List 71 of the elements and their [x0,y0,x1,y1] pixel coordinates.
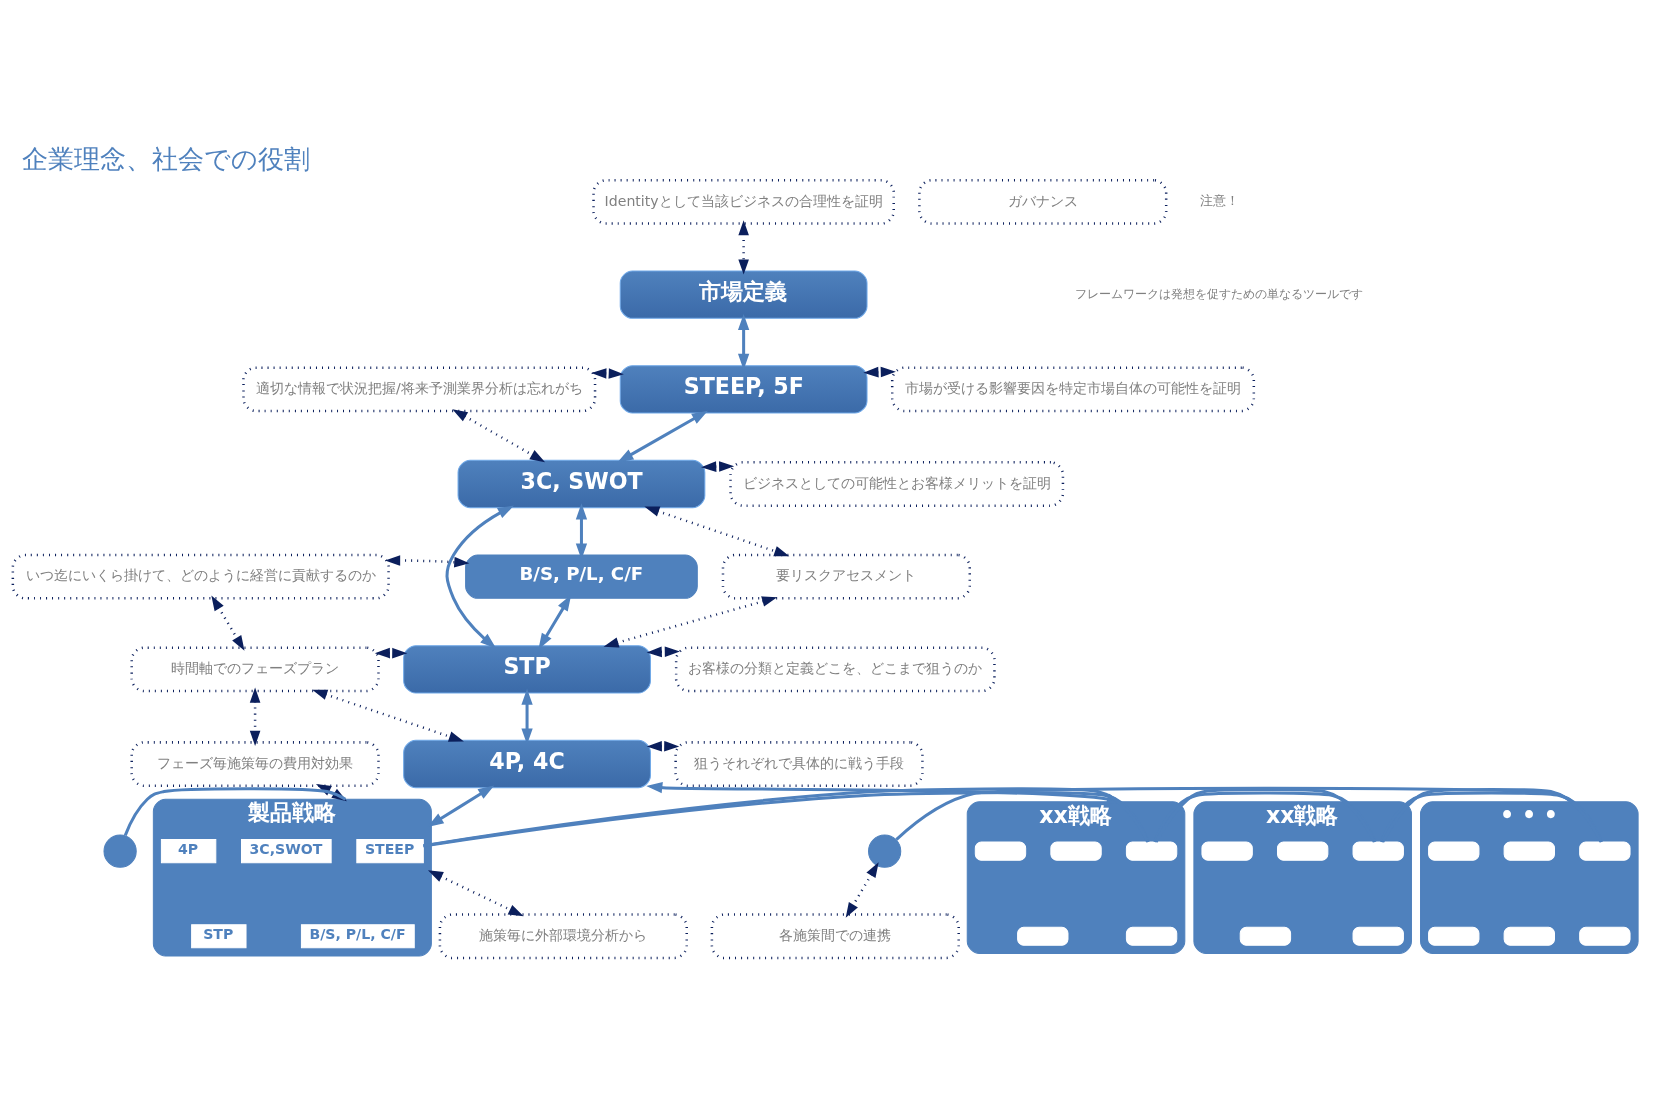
cluster: xx戦略 [966,801,1186,954]
connector [1153,787,1377,843]
arrow [427,870,524,917]
node-box: 市場が受ける影響要因を特定市場自体の可能性を証明 [890,366,1256,413]
node-box: STP [403,645,651,694]
connector [1379,787,1603,843]
node-box: 3C, SWOT [457,459,706,509]
node-circle [868,834,902,868]
node-box [1579,926,1631,946]
arrow [312,689,464,742]
arrow [452,409,546,463]
node-box: 要リスクアセスメント [721,553,972,600]
node-box: 各施策間での連携 [710,913,960,960]
node-box [1503,841,1555,861]
arrow [591,368,624,379]
cluster: • • • [1420,801,1639,954]
arrow [445,505,514,649]
node-box [1125,841,1178,861]
node-box: ガバナンス [918,179,1168,225]
cluster: xx戦略 [1193,801,1412,954]
arrow [249,687,261,746]
node-box [1017,926,1069,946]
node-box: お客様の分類と定義どこを、どこまで狙うのか [674,646,996,693]
arrow [737,313,750,370]
node-box [1428,841,1480,861]
label: 注意！ [1199,193,1239,209]
label: フレームワークは発想を促すための単なるツールです [1075,286,1364,301]
node-box [1125,926,1178,946]
arrow [646,740,680,752]
arrow [845,862,879,918]
node-box [974,841,1027,861]
arrow [644,506,790,557]
node-box: 4P [160,839,217,864]
arrow [603,596,778,648]
node-box [1239,926,1292,946]
node-box [1050,841,1102,861]
node-box [1201,841,1253,861]
node-box [1428,926,1480,946]
arrow [211,595,245,651]
node-box: 市場定義 [619,270,868,319]
diagram-title: 企業理念、社会での役割 [22,144,311,175]
connector [423,787,1150,848]
node-box: STEEP, 5F [619,365,868,414]
node-box: 狙うそれぞれで具体的に戦う手段 [674,741,924,787]
node-box: 施策毎に外部環境分析から [438,913,688,960]
node-box [1277,841,1329,861]
node-box: フェーズ毎施策毎の費用対効果 [130,741,380,787]
node-box [1579,841,1631,861]
node-box: 適切な情報で状況把握/将来予測業界分析は忘れがち [242,366,597,413]
arrow [374,647,408,659]
node-box: 4P, 4C [403,739,651,789]
node-box: B/S, P/L, C/F [465,554,698,599]
arrow [863,366,896,378]
arrow [646,646,680,658]
node-box: 時間軸でのフェーズプラン [130,646,380,693]
node-box: いつ迄にいくら掛けて、どのように経営に貢献するのか [11,553,390,600]
node-box: Identityとして当該ビジネスの合理性を証明 [592,179,895,225]
arrow [385,555,470,568]
node-box: ビジネスとしての可能性とお客様メリットを証明 [729,461,1065,507]
arrow [738,220,749,275]
node-box: STEEP [356,839,424,864]
node-box: B/S, P/L, C/F [300,924,415,949]
node-box [1352,841,1404,861]
node-box [1352,926,1404,946]
connector [895,786,1574,841]
node-box: 3C,SWOT [241,839,332,864]
node-box: STP [191,924,247,949]
node-box [1503,926,1555,946]
arrow [617,410,708,463]
node-circle [103,834,137,868]
arrow [701,461,735,472]
